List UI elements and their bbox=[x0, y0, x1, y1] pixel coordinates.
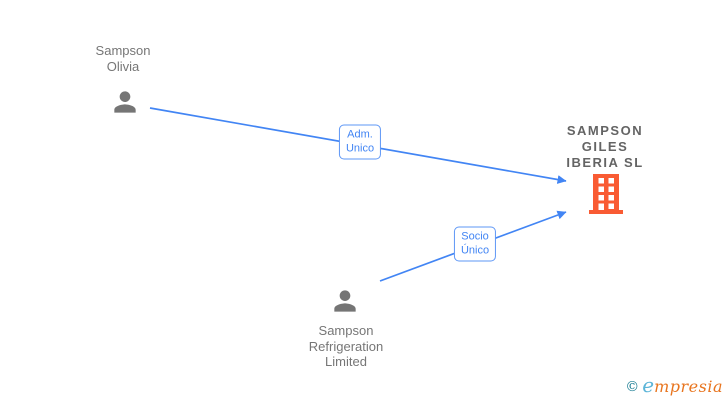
edge-label-line: Socio bbox=[461, 230, 489, 243]
copyright-icon: © bbox=[625, 379, 640, 395]
person-name-label: Sampson Olivia bbox=[96, 43, 151, 74]
edge-label-socio-unico: Socio Único bbox=[453, 226, 497, 262]
edge-label-line: Único bbox=[460, 244, 490, 256]
person-name-label: Sampson Refrigeration Limited bbox=[309, 323, 383, 370]
building-icon bbox=[588, 174, 624, 219]
edge-label-line: Adm. bbox=[347, 128, 373, 141]
edge-label-adm-unico: Adm. Unico bbox=[338, 124, 382, 160]
company-name-line: SAMPSON bbox=[566, 123, 644, 138]
person-name-line: Sampson bbox=[318, 323, 374, 338]
empresia-brand-link[interactable]: ©empresia bbox=[625, 373, 723, 397]
person-name-line: Sampson bbox=[95, 43, 151, 58]
company-name-line: IBERIA SL bbox=[566, 155, 644, 170]
empresia-logo-e: e bbox=[642, 373, 655, 397]
empresia-logo-text: mpresia bbox=[654, 377, 723, 396]
person-icon bbox=[329, 285, 361, 322]
person-name-line: Olivia bbox=[106, 58, 140, 74]
person-icon bbox=[109, 86, 141, 123]
company-name-label: SAMPSON GILES IBERIA SL bbox=[566, 123, 643, 171]
company-name-line: GILES bbox=[581, 139, 629, 154]
edge-label-line: Unico bbox=[345, 142, 375, 154]
person-name-line: Limited bbox=[325, 354, 367, 369]
person-name-line: Refrigeration bbox=[308, 338, 384, 354]
